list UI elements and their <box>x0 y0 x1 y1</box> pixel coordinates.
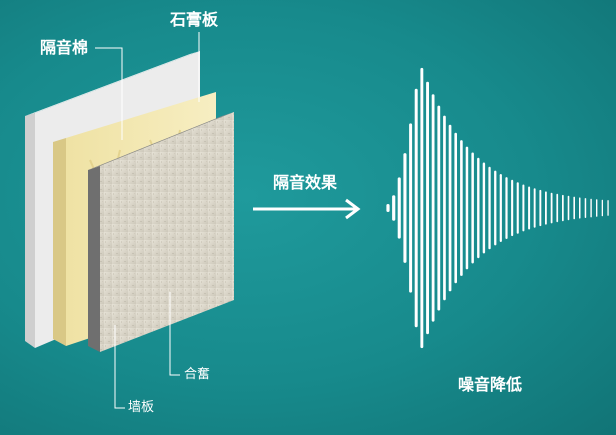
waveform-bar <box>420 67 424 349</box>
waveform-bar <box>556 193 559 223</box>
composite-panel-layer <box>100 112 234 352</box>
waveform-bar <box>505 177 508 239</box>
waveform-bar <box>403 153 407 263</box>
waveform-bar <box>431 94 435 322</box>
waveform-bar <box>465 146 469 270</box>
waveform-bar <box>607 200 609 216</box>
waveform-bar <box>516 182 519 234</box>
label-wall-board: 墙板 <box>128 400 155 415</box>
leader-lines <box>95 32 200 409</box>
waveform-bar <box>494 170 497 246</box>
waveform-bar <box>579 197 581 219</box>
waveform-bar <box>533 188 536 228</box>
waveform-bar <box>511 179 514 237</box>
sound-waveform <box>386 67 609 349</box>
waveform-bar <box>562 194 564 222</box>
label-gypsum-board: 石膏板 <box>170 10 219 29</box>
waveform-bar <box>584 198 587 218</box>
gypsum-board-layer <box>88 112 234 352</box>
waveform-bar <box>477 157 480 259</box>
waveform-bar <box>414 88 418 328</box>
waveform-bar <box>454 132 457 284</box>
waveform-bar <box>482 162 486 254</box>
waveform-bar <box>573 196 575 220</box>
waveform-bar <box>443 115 446 301</box>
waveform-bar <box>590 198 592 218</box>
waveform-bar <box>539 189 542 227</box>
waveform-bar <box>522 184 525 232</box>
waveform-bar <box>392 195 396 221</box>
label-composite: 合奮 <box>184 367 211 382</box>
waveform-bar <box>601 199 603 217</box>
waveform-bar <box>448 124 452 292</box>
label-insulation-cotton: 隔音棉 <box>40 38 89 57</box>
waveform-bar <box>528 186 531 230</box>
waveform-bar <box>386 204 390 212</box>
arrow-right-icon <box>253 198 361 220</box>
waveform-bar <box>437 105 441 311</box>
waveform-bar <box>397 177 401 239</box>
label-noise-reduced: 噪音降低 <box>458 375 523 394</box>
waveform-bar <box>471 152 474 264</box>
waveform-bar <box>545 191 547 225</box>
waveform-bar <box>567 195 570 221</box>
waveform-bar <box>409 123 413 293</box>
label-soundproof-effect: 隔音效果 <box>273 173 338 192</box>
waveform-bar <box>460 140 463 276</box>
waveform-bar <box>596 199 598 217</box>
waveform-bar <box>488 166 491 250</box>
waveform-bar <box>550 192 553 224</box>
waveform-bar <box>499 174 502 242</box>
waveform-bar <box>426 81 429 335</box>
